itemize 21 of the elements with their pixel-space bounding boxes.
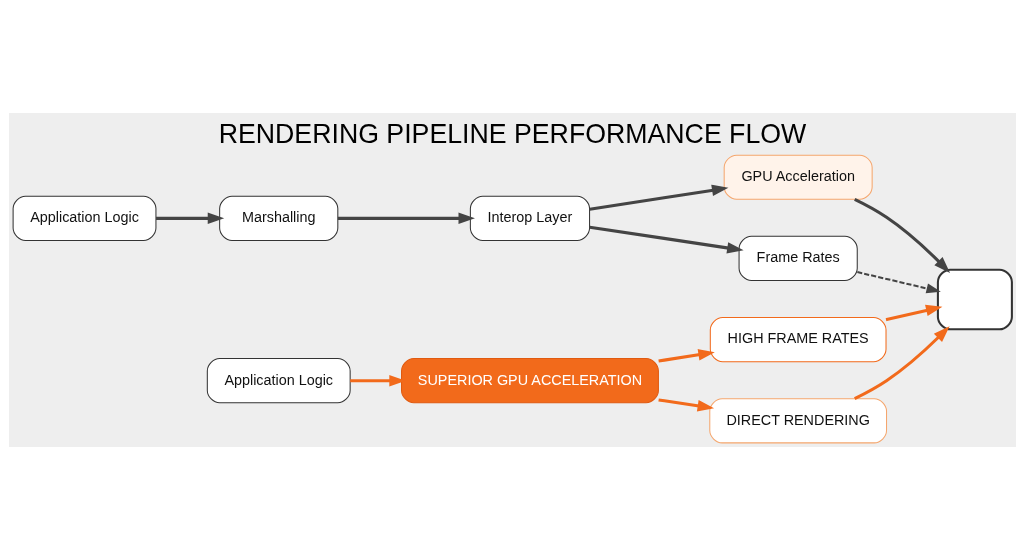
node-box: Frame Rates bbox=[738, 235, 858, 281]
arrow bbox=[589, 184, 728, 211]
diagram-title: RENDERING PIPELINE PERFORMANCE FLOW bbox=[218, 118, 806, 149]
node-box: Application Logic bbox=[206, 357, 351, 403]
arrow bbox=[657, 397, 714, 411]
node-box: HIGH FRAME RATES bbox=[709, 316, 887, 362]
arrow bbox=[657, 348, 715, 362]
arrow bbox=[155, 212, 224, 224]
node-box: Interop Layer bbox=[469, 195, 590, 241]
node-box bbox=[936, 268, 1013, 330]
arrow bbox=[337, 212, 475, 224]
node-box: Application Logic bbox=[12, 195, 156, 241]
arrow bbox=[853, 325, 950, 400]
arrow bbox=[589, 225, 744, 254]
arrow bbox=[856, 270, 941, 293]
node-box: DIRECT RENDERING bbox=[708, 397, 887, 443]
arrow bbox=[885, 304, 942, 321]
arrow bbox=[853, 197, 950, 273]
node-box: Marshalling bbox=[218, 195, 338, 241]
node-box: SUPERIOR GPU ACCELERATION bbox=[400, 357, 659, 403]
node-box: GPU Acceleration bbox=[723, 154, 873, 200]
